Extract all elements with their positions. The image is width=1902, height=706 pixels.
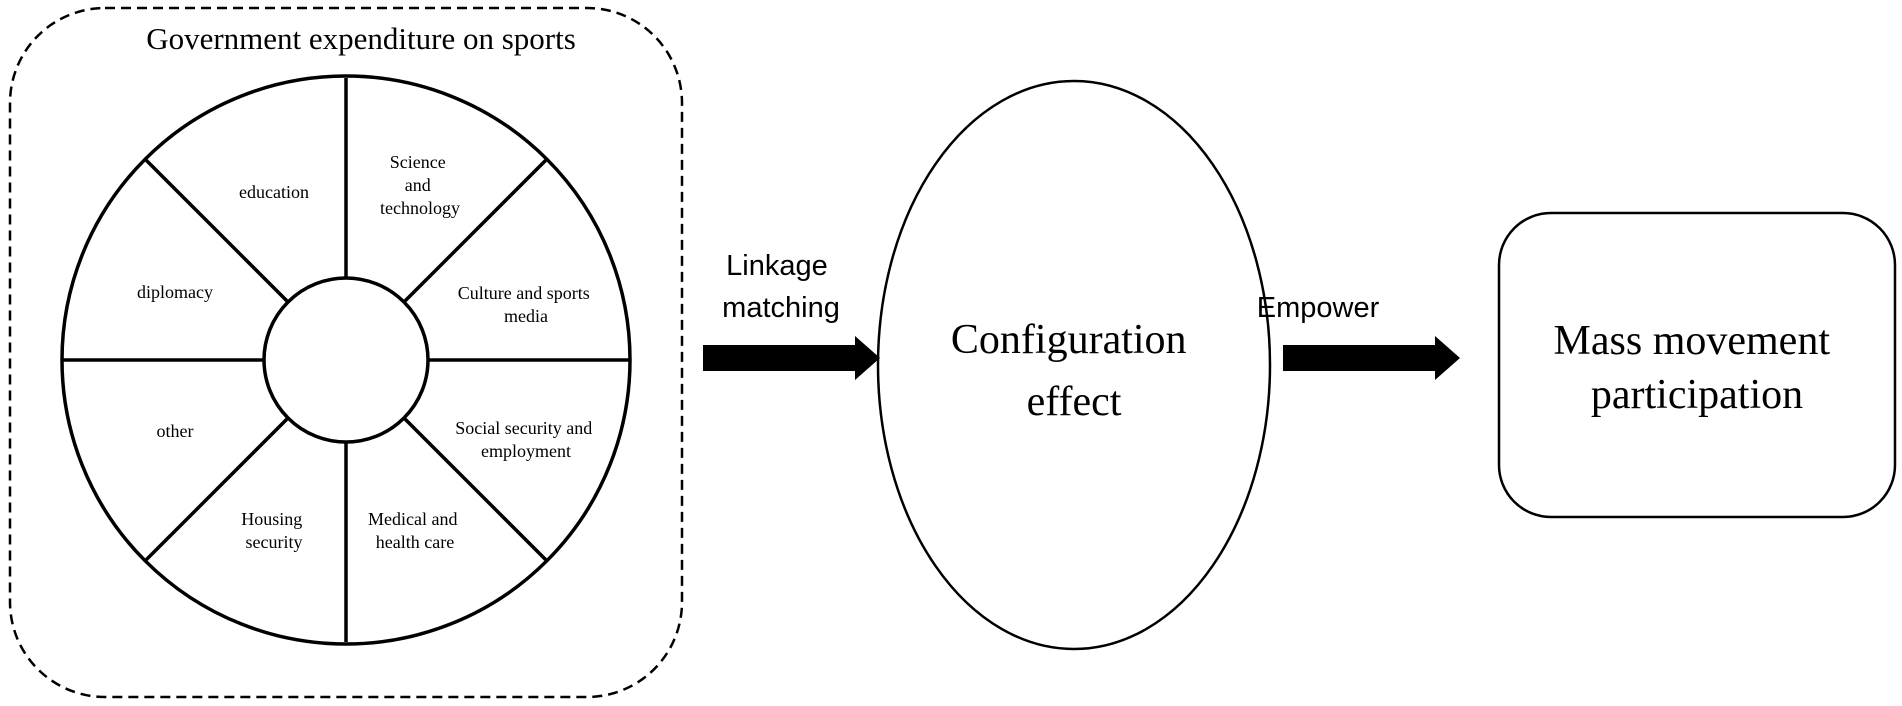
configuration-effect-label: Configuration effect xyxy=(951,317,1197,425)
segment-label-science-and-technology: Science and technology xyxy=(380,152,460,218)
expenditure-group-border xyxy=(8,6,684,699)
linkage-arrow-icon xyxy=(703,336,880,380)
linkage-matching-label: Linkage matching xyxy=(722,250,840,324)
wheel-spoke-top-right xyxy=(402,157,549,304)
wheel-spoke-top-left xyxy=(143,157,290,304)
segment-label-social-security-and-employment: Social security and employment xyxy=(455,418,596,461)
segment-label-culture-and-sports-media: Culture and sports media xyxy=(458,283,595,326)
expenditure-wheel: education Science and technology Culture… xyxy=(60,74,632,646)
configuration-effect-ellipse xyxy=(876,79,1272,651)
expenditure-group-title: Government expenditure on sports xyxy=(146,21,576,56)
empower-label: Empower xyxy=(1257,292,1380,324)
segment-label-education: education xyxy=(239,182,309,202)
mass-movement-participation-box xyxy=(1497,211,1897,519)
mass-movement-participation-label: Mass movement participation xyxy=(1554,318,1841,418)
segment-label-medical-and-health-care: Medical and health care xyxy=(368,509,462,552)
wheel-spoke-bottom-right xyxy=(402,416,549,563)
wheel-hub xyxy=(262,276,430,444)
segment-label-other: other xyxy=(157,421,194,441)
segment-label-diplomacy: diplomacy xyxy=(137,282,213,302)
wheel-spoke-bottom-left xyxy=(143,416,290,563)
empower-arrow-icon xyxy=(1283,336,1460,380)
segment-label-housing-security: Housing security xyxy=(241,509,307,552)
